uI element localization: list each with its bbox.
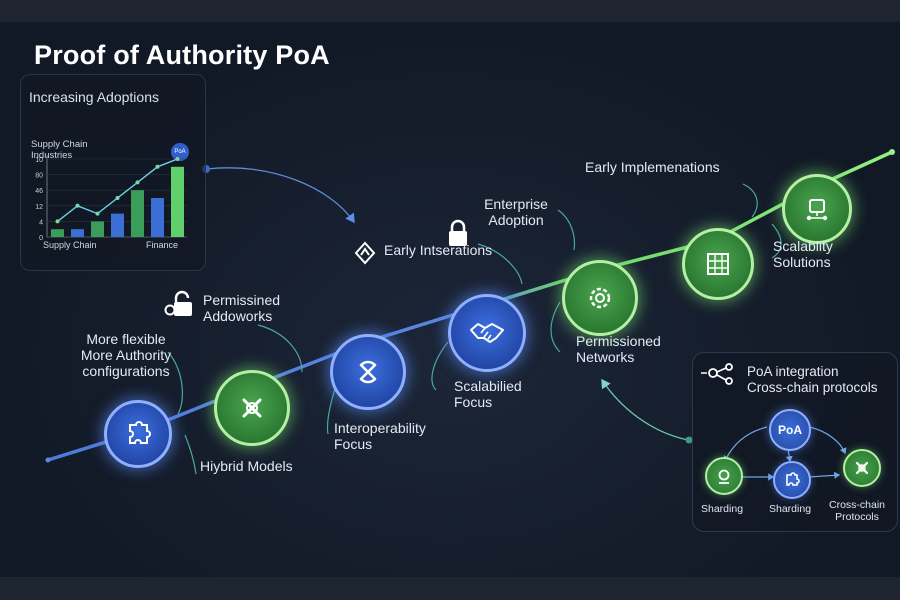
padlock-icon [446,218,470,253]
chart-y-tick: 4 [39,219,43,226]
chart-bar [51,229,64,237]
stage-node-hybrid[interactable] [104,400,172,468]
chart-bar [131,190,144,237]
chart-subtitle: Supply Chain Industries [31,139,88,161]
stage-node-scalability[interactable] [782,174,852,244]
shield-icon [354,241,376,270]
chart-y-tick: 0 [39,235,43,242]
label-line: configurations [82,363,170,379]
label-sharding-mid: Sharding [769,503,812,515]
sharding-node-mid[interactable] [773,461,811,499]
chart-bar [111,213,124,237]
poa-center-node[interactable]: PoA [769,409,811,451]
label-line: Protocols [835,511,879,523]
stage-node-early-integrations[interactable] [448,294,526,372]
chart-bar [151,198,164,237]
unlock-key-icon [164,290,196,323]
puzzle-icon [786,472,800,486]
label-early-integrations: Early Intserations [384,242,493,258]
chart-bar [171,166,184,237]
stage-node-permissioned-addoworks[interactable] [214,370,290,446]
label-scalability-focus: Scalabilied Focus [454,378,522,410]
label-line: Permissioned [576,333,661,349]
bottom-bar [0,577,900,600]
network-chip-icon [806,199,828,221]
chart-trend-line [57,158,178,222]
label-cross-chain: Cross-chain Protocols [829,499,885,523]
label-line: Adoption [488,212,544,228]
label-permissioned-networks: Permissioned Networks [576,333,661,365]
gear-icon [589,287,611,309]
chart-bar [91,221,104,237]
label-hybrid-models: Hiybrid Models [200,458,293,474]
label-line: More flexible [86,331,166,347]
label-interoperability: Interoperability Focus [334,420,426,452]
infographic-stage: Proof of Authority PoA Increasing Adopti… [0,22,900,577]
handshake-icon [470,323,504,343]
label-sharding-left: Sharding [701,503,744,515]
label-scalability-solutions: Scalablity Solutions [773,238,833,270]
label-enterprise-adoption: Enterprise Adoption [478,196,554,228]
poa-links [701,363,847,481]
poa-panel-title: PoA integration Cross-chain protocols [747,364,878,396]
label-line: Permissined [203,292,281,308]
location-pin-icon [718,469,730,484]
adoption-chart-panel: Increasing Adoptions Supply Chain Indust… [20,74,206,271]
label-permissioned: Permissined Addoworks [203,292,280,324]
chart-title: Increasing Adoptions [29,89,159,105]
poa-integration-panel: PoA integration Cross-chain protocols Po… [692,352,898,532]
label-line: Solutions [773,254,831,270]
label-early-implementations: Early Implemenations [585,159,720,175]
label-line: Focus [454,394,493,410]
label-more-flexible: More flexible More Authority configurati… [66,331,186,379]
label-line: Interoperability [334,420,426,436]
poa-arrow [601,378,689,441]
label-line: Enterprise [484,196,548,212]
label-line: Focus [334,436,373,452]
stage-node-enterprise[interactable] [562,260,638,336]
chain-link-icon [359,360,377,384]
label-line: Networks [576,349,635,365]
title-line: PoA integration [747,364,839,379]
label-line: Addoworks [203,308,273,324]
chart-y-tick: 46 [35,188,43,195]
chart-x-label-supply-chain: Supply Chain [43,240,97,250]
cross-link-icon [855,461,869,475]
cross-chain-node[interactable] [843,449,881,487]
chart-y-tick: 12 [35,204,43,211]
label-line: Cross-chain [829,499,886,511]
stage-node-interoperability[interactable] [330,334,406,410]
page-title: Proof of Authority PoA [34,40,330,70]
stage-node-early-implementations[interactable] [682,228,754,300]
puzzle-icon [129,421,151,444]
chart-y-tick: 80 [35,173,43,180]
label-line: Scalabilied [454,378,522,394]
top-bar [0,0,900,22]
connection-icon [701,363,733,385]
chart-x-label-finance: Finance [146,240,179,250]
chart-arrow [206,167,355,224]
poa-badge: PoA [171,143,189,161]
chart-y-tick: 10 [35,157,43,164]
adoption-chart: 10 80 46 12 4 0 [35,155,187,242]
map-grid-icon [707,253,729,275]
chart-bar [71,229,84,237]
cross-link-icon [242,398,262,418]
sharding-node-left[interactable] [705,457,743,495]
label-line: Scalablity [773,238,833,254]
title-line: Cross-chain protocols [747,380,878,395]
label-line: More Authority [80,347,172,363]
